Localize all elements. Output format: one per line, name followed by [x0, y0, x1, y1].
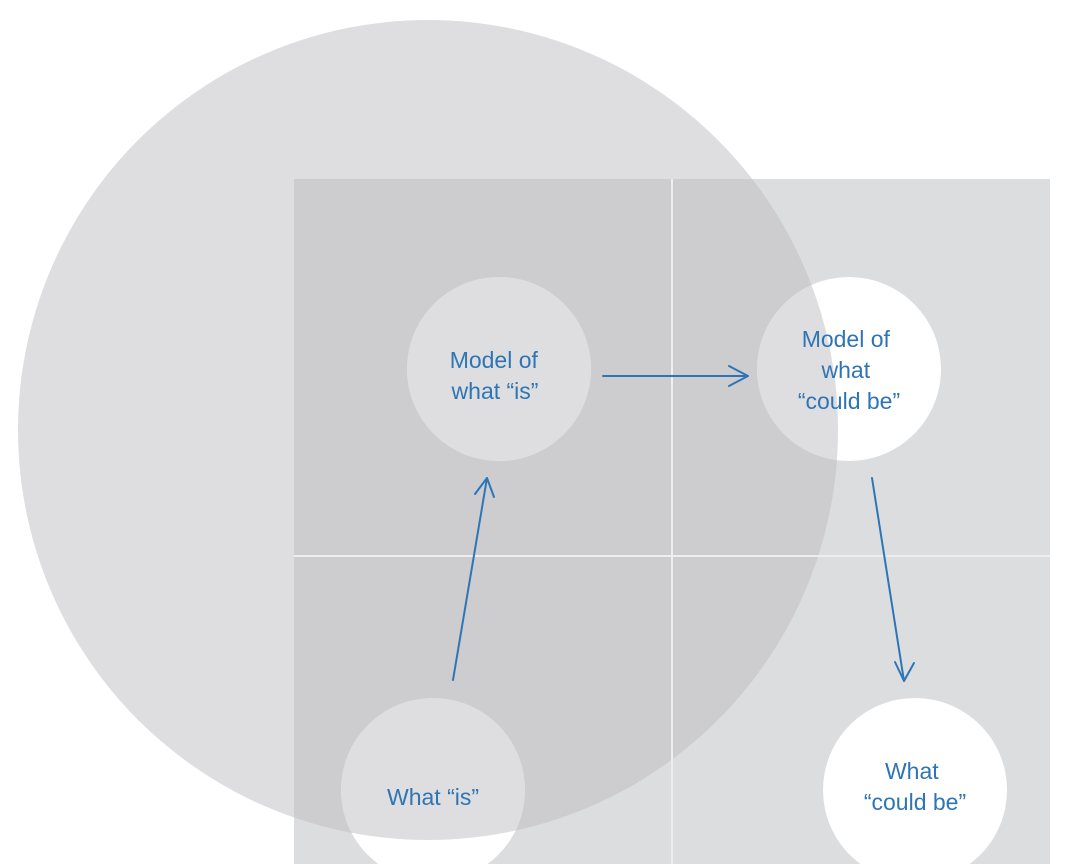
node-model-is: Model of what “is” [407, 277, 591, 461]
node-what-is: What “is” [341, 698, 525, 864]
arrow-what-is-to-model-is [452, 477, 495, 681]
arrow-model-could-be-to-what-could-be [871, 477, 915, 682]
node-model-could-be-line-2: what [821, 357, 871, 383]
svg-text:Model of what “is”: Model of what “is” [450, 347, 545, 404]
node-model-could-be-line-3: “could be” [798, 388, 900, 414]
node-model-is-line-1: Model of [450, 347, 539, 373]
node-what-could-be: What “could be” [823, 698, 1007, 864]
node-model-could-be: Model of what “could be” [757, 277, 941, 461]
node-model-is-line-2: what “is” [451, 378, 539, 404]
svg-text:What “is”: What “is” [387, 784, 479, 810]
svg-text:What “could be”: What “could be” [864, 758, 966, 815]
arrow-model-is-to-model-could-be [602, 365, 749, 387]
node-model-could-be-line-1: Model of [802, 326, 891, 352]
node-what-could-be-line-1: What [885, 758, 939, 784]
node-what-is-line-1: What “is” [387, 784, 479, 810]
large-circle [18, 20, 838, 840]
svg-text:Model of what “cou: Model of what “could be” [798, 326, 900, 414]
node-what-could-be-line-2: “could be” [864, 789, 966, 815]
